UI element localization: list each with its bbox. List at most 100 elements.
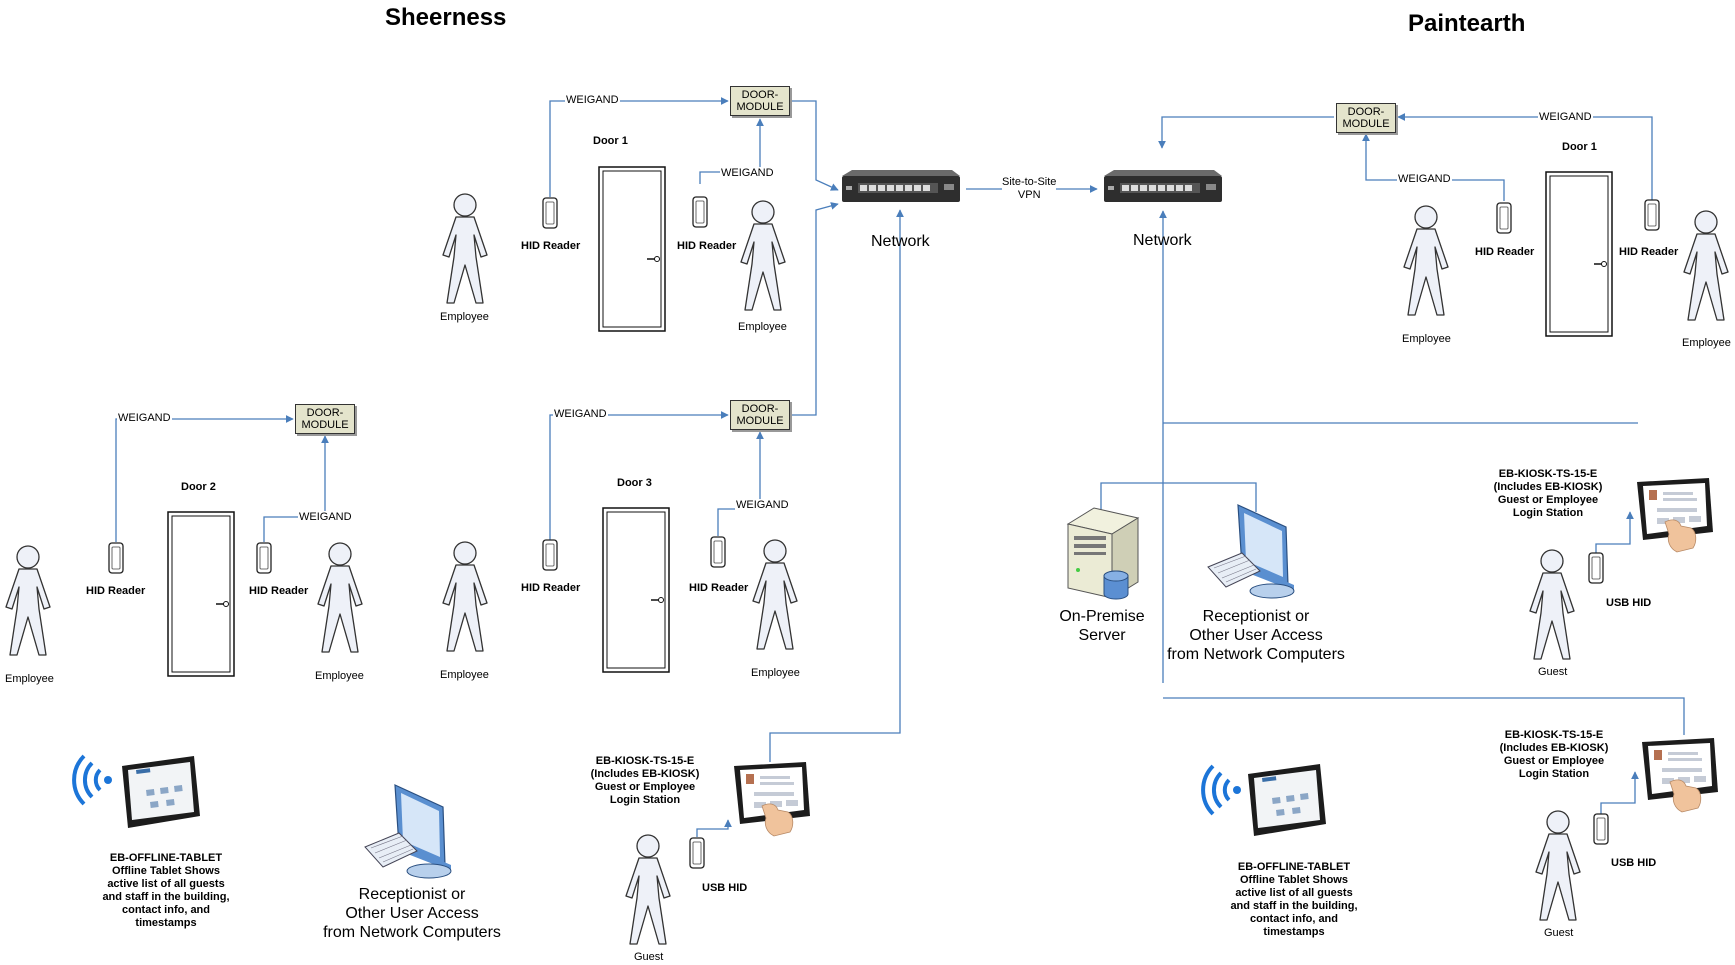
hid-reader-icon [256, 542, 272, 574]
door-icon [1545, 171, 1613, 337]
kiosk-icon [1641, 737, 1719, 813]
usb-hid-label: USB HID [1611, 857, 1657, 869]
hid-reader-icon [689, 837, 705, 869]
kiosk-to-network [769, 209, 904, 762]
hid-reader-label: HID Reader [521, 240, 581, 252]
hid-reader-icon [542, 539, 558, 571]
hid-reader-label: HID Reader [521, 582, 581, 594]
door-module-label: DOOR- MODULE [301, 407, 349, 431]
kiosk-label: EB-KIOSK-TS-15-E (Includes EB-KIOSK) Gue… [1493, 468, 1603, 519]
door-module-sheerness-door2: DOOR- MODULE [295, 404, 355, 434]
receptionist-label: Receptionist or Other User Access from N… [323, 886, 501, 941]
hid-reader-icon [692, 196, 708, 228]
guest-label: Guest [1544, 927, 1574, 939]
kiosk-icon [733, 761, 811, 837]
kiosk-usb [696, 819, 732, 837]
person-icon [317, 542, 363, 653]
vpn-label: Site-to-Site VPN [1002, 176, 1057, 202]
network-switch-icon [842, 170, 960, 202]
employee-label: Employee [1682, 337, 1731, 349]
offline-tablet-label: EB-OFFLINE-TABLET Offline Tablet Shows a… [102, 852, 230, 929]
weigand-label: WEIGAND [720, 167, 775, 179]
wifi-icon [72, 754, 114, 806]
door-label: Door 1 [593, 135, 628, 147]
weigand-connector [1362, 133, 1505, 201]
computer-icon [1207, 504, 1295, 599]
lan-branch [1163, 697, 1685, 735]
guest-label: Guest [634, 951, 664, 963]
weigand-label: WEIGAND [553, 408, 608, 420]
hid-reader-icon [1496, 202, 1512, 234]
employee-label: Employee [1402, 333, 1451, 345]
person-icon [625, 834, 671, 945]
person-icon [1683, 210, 1729, 321]
door-module-label: DOOR- MODULE [736, 403, 784, 427]
employee-label: Employee [440, 669, 489, 681]
person-icon [442, 541, 488, 652]
person-icon [1535, 810, 1581, 921]
hid-reader-icon [710, 536, 726, 568]
hid-reader-label: HID Reader [1475, 246, 1535, 258]
computer-icon [364, 784, 452, 879]
kiosk-usb [1595, 511, 1634, 553]
server-label: On-Premise Server [1059, 608, 1145, 644]
door-module-to-network [1158, 116, 1334, 149]
weigand-connector [115, 415, 294, 542]
wifi-icon [1201, 764, 1243, 816]
hid-reader-icon [542, 197, 558, 229]
server-icon [1067, 507, 1139, 600]
door-module-sheerness-door3: DOOR- MODULE [730, 400, 790, 430]
person-icon [1529, 549, 1575, 660]
hid-reader-label: HID Reader [677, 240, 737, 252]
site-title-sheerness: Sheerness [385, 4, 507, 31]
site-title-paintearth: Paintearth [1408, 10, 1526, 37]
door-label: Door 2 [181, 481, 216, 493]
network-label: Network [1133, 232, 1192, 249]
door-icon [602, 507, 670, 673]
person-icon [752, 539, 798, 650]
weigand-label: WEIGAND [117, 412, 172, 424]
person-icon [1403, 205, 1449, 316]
kiosk-usb [1600, 771, 1639, 814]
door-module-to-network [790, 202, 839, 416]
weigand-connector [717, 431, 764, 536]
hid-reader-label: HID Reader [249, 585, 309, 597]
employee-label: Employee [315, 670, 364, 682]
network-switch-icon [1104, 170, 1222, 202]
door-label: Door 3 [617, 477, 652, 489]
door-module-sheerness-door1: DOOR- MODULE [730, 86, 790, 116]
door-module-label: DOOR- MODULE [736, 89, 784, 113]
weigand-label: WEIGAND [565, 94, 620, 106]
weigand-connector [1397, 113, 1653, 217]
hid-reader-icon [1588, 552, 1604, 584]
door-icon [598, 166, 666, 332]
person-icon [5, 545, 51, 656]
usb-hid-label: USB HID [702, 882, 748, 894]
weigand-connector [549, 97, 729, 197]
usb-hid-label: USB HID [1606, 597, 1652, 609]
door-module-paintearth-door1: DOOR- MODULE [1336, 103, 1396, 133]
hid-reader-icon [1593, 813, 1609, 845]
weigand-label: WEIGAND [298, 511, 353, 523]
weigand-label: WEIGAND [735, 499, 790, 511]
employee-label: Employee [751, 667, 800, 679]
door-icon [167, 511, 235, 677]
person-icon [442, 193, 488, 304]
hid-reader-label: HID Reader [86, 585, 146, 597]
offline-tablet-label: EB-OFFLINE-TABLET Offline Tablet Shows a… [1230, 861, 1358, 938]
door-module-label: DOOR- MODULE [1342, 106, 1390, 130]
weigand-label: WEIGAND [1538, 111, 1593, 123]
network-label: Network [871, 233, 930, 250]
weigand-connector [263, 435, 329, 542]
tablet-icon [1248, 764, 1326, 836]
weigand-label: WEIGAND [1397, 173, 1452, 185]
door-label: Door 1 [1562, 141, 1597, 153]
hid-reader-label: HID Reader [1619, 246, 1679, 258]
person-icon [740, 200, 786, 311]
hid-reader-icon [108, 542, 124, 574]
door-module-to-network [790, 100, 839, 191]
kiosk-label: EB-KIOSK-TS-15-E (Includes EB-KIOSK) Gue… [590, 755, 700, 806]
server-to-workstation [1100, 482, 1257, 517]
kiosk-label: EB-KIOSK-TS-15-E (Includes EB-KIOSK) Gue… [1499, 729, 1609, 780]
